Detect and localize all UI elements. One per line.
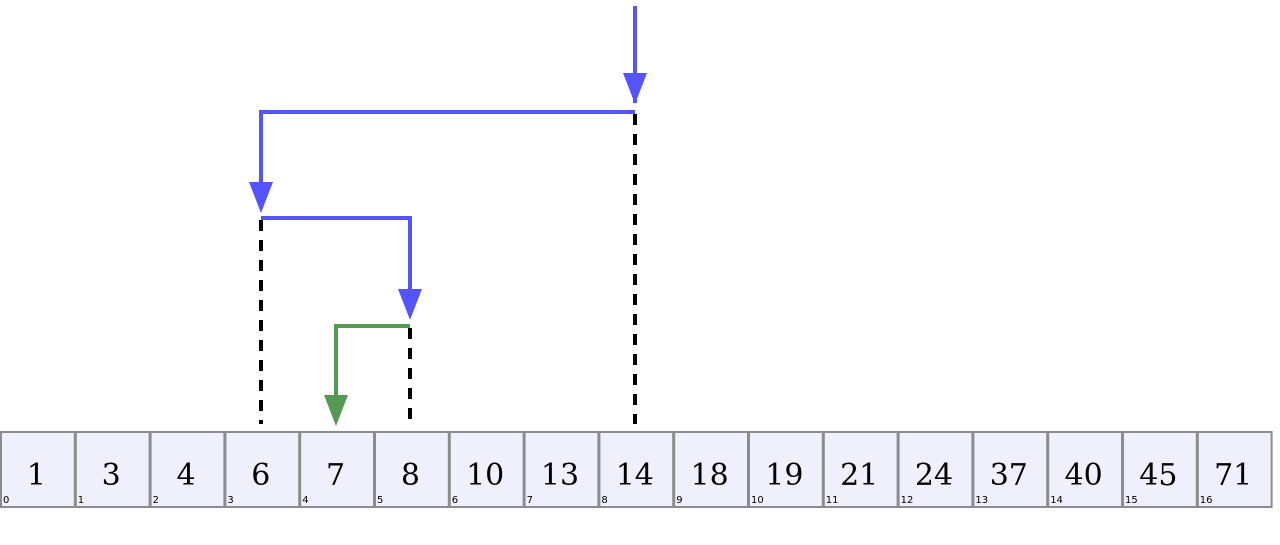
array-cell-index: 5 bbox=[377, 495, 383, 506]
array-cell: 42 bbox=[149, 431, 226, 508]
array-cell: 85 bbox=[374, 431, 450, 508]
array-cell-value: 4 bbox=[176, 458, 195, 493]
array-cell-box bbox=[224, 431, 301, 508]
array-cell-index: 8 bbox=[601, 495, 607, 506]
array-cell-value: 37 bbox=[990, 458, 1028, 493]
array-cell-value: 14 bbox=[616, 458, 654, 493]
array-cell-value: 1 bbox=[27, 458, 46, 493]
array-cell: 13 7 bbox=[523, 431, 600, 508]
array-cell-box bbox=[673, 431, 750, 508]
array-cell-box bbox=[598, 431, 675, 508]
step-arrowhead-to-8-icon bbox=[398, 289, 422, 320]
array-cell: 31 bbox=[74, 431, 151, 508]
array-cell-index: 4 bbox=[302, 495, 308, 506]
array-cell: 18 9 bbox=[673, 431, 750, 508]
array-cell-value: 6 bbox=[251, 458, 270, 493]
array-cell-index: 0 bbox=[3, 495, 9, 506]
array-cell-box bbox=[972, 431, 1049, 508]
array-cell-index: 2 bbox=[153, 495, 159, 506]
array-cell-index: 14 bbox=[1050, 495, 1063, 506]
found-arrowhead-to-7-icon bbox=[324, 395, 348, 426]
array-cell-index: 15 bbox=[1125, 495, 1138, 506]
array-cell-value: 40 bbox=[1065, 458, 1103, 493]
array-cell-box bbox=[748, 431, 824, 508]
array-cell-box bbox=[1196, 431, 1273, 508]
array-cell: 74 bbox=[299, 431, 376, 508]
array-cell-value: 8 bbox=[401, 458, 420, 493]
array-cell-box bbox=[897, 431, 974, 508]
array-cell-value: 19 bbox=[765, 458, 803, 493]
search-path bbox=[249, 6, 647, 426]
array-cell-index: 9 bbox=[676, 495, 682, 506]
array-cell-box bbox=[374, 431, 450, 508]
array-cell: 14 8 bbox=[598, 431, 675, 508]
array-cell-value: 24 bbox=[915, 458, 953, 493]
array-cell-value: 71 bbox=[1214, 458, 1252, 493]
sorted-array: 1031426374851061371481891910211124123713… bbox=[0, 431, 1273, 508]
array-cell-box bbox=[1122, 431, 1198, 508]
array-cell-index: 10 bbox=[751, 495, 764, 506]
array-cell-box bbox=[149, 431, 226, 508]
array-cell-box bbox=[0, 431, 76, 508]
array-cell-value: 10 bbox=[466, 458, 504, 493]
array-cell-index: 13 bbox=[975, 495, 988, 506]
step-arrow-6-to-8 bbox=[261, 216, 412, 292]
step-arrowhead-to-6-icon bbox=[249, 182, 273, 213]
array-cell-box bbox=[822, 431, 899, 508]
step-arrow-14-to-6 bbox=[259, 110, 635, 185]
array-cell: 10 6 bbox=[448, 431, 525, 508]
array-cell-index: 12 bbox=[901, 495, 914, 506]
array-cell: 63 bbox=[224, 431, 301, 508]
array-cell-index: 7 bbox=[527, 495, 533, 506]
array-cell-index: 1 bbox=[78, 495, 84, 506]
found-arrow-8-to-7 bbox=[334, 324, 410, 398]
array-cell-index: 16 bbox=[1200, 495, 1213, 506]
array-cell-value: 45 bbox=[1139, 458, 1177, 493]
array-cell-value: 18 bbox=[691, 458, 729, 493]
array-cell-index: 3 bbox=[227, 495, 233, 506]
probe-guides bbox=[259, 114, 637, 424]
array-cell-value: 7 bbox=[326, 458, 345, 493]
array-cell-box bbox=[1047, 431, 1123, 508]
array-cell-value: 13 bbox=[541, 458, 579, 493]
array-cell-index: 6 bbox=[452, 495, 458, 506]
array-cell-box bbox=[448, 431, 525, 508]
array-cell-box bbox=[523, 431, 600, 508]
array-cell: 10 bbox=[0, 431, 76, 508]
entry-arrowhead-icon bbox=[623, 73, 647, 104]
array-cell-index: 11 bbox=[826, 495, 839, 506]
array-cell-value: 21 bbox=[840, 458, 878, 493]
array-cell-value: 3 bbox=[102, 458, 121, 493]
